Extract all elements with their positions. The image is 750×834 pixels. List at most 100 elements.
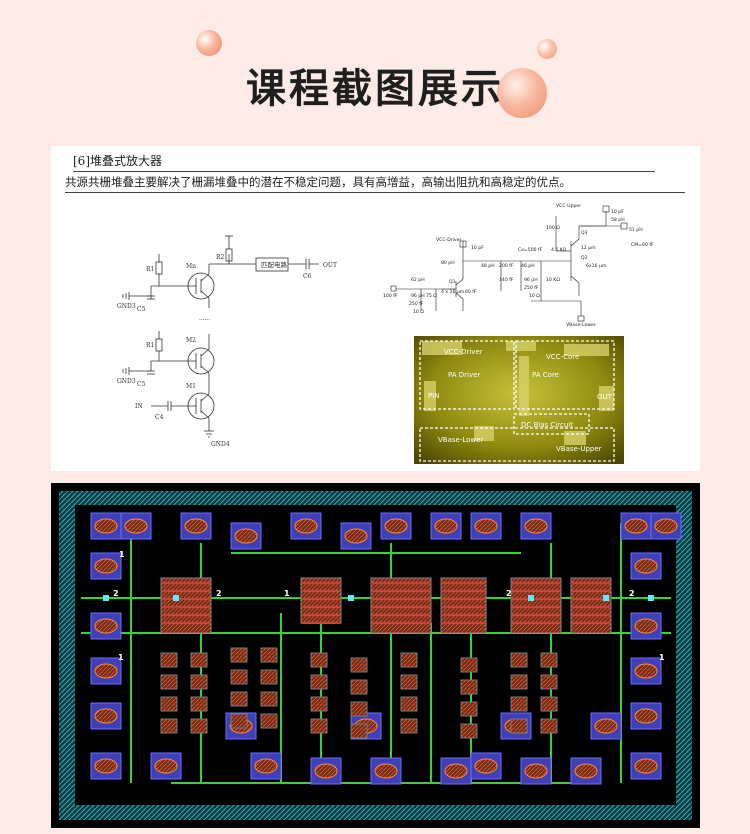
die-label-vbase-upper: VBase-Upper — [556, 445, 602, 453]
layout-port-label-mid-1: 1 — [284, 589, 290, 598]
circuit-label-10pf-driver: 10 pF — [471, 245, 484, 251]
layout-resistor — [350, 701, 368, 717]
die-label-vcc-core: VCC-Core — [546, 353, 579, 361]
layout-via — [103, 595, 109, 601]
decor-bubble-tiny — [537, 39, 557, 59]
stacked-amp-schematic: Mn M2 M1 R2 R1 R1 匹配电路 C6 OUT C5 C5 C4 G… — [117, 235, 337, 448]
circuit-label-51ph: 51 pH — [629, 227, 643, 233]
document-header: [6]堆叠式放大器 共源共栅堆叠主要解决了栅漏堆叠中的潜在不稳定问题，具有高增益… — [65, 152, 685, 193]
layout-port-label-right-1: 1 — [659, 653, 665, 662]
layout-via — [603, 595, 609, 601]
layout-capacitor — [594, 718, 618, 734]
layout-resistor — [160, 718, 178, 734]
layout-resistor — [540, 718, 558, 734]
schematic-label-gnd4: GND4 — [211, 441, 230, 448]
schematic-ellipsis: ...... — [199, 315, 211, 322]
layout-capacitor — [634, 558, 658, 574]
layout-resistor — [310, 674, 328, 690]
schematic-label-r1-b: R1 — [146, 342, 154, 349]
circuit-label-250ff-b: 250 fF — [409, 301, 424, 307]
circuit-label-cm: CM=60 fF — [631, 242, 654, 248]
circuit-label-12um: 12 μm — [581, 245, 596, 251]
schematic-label-r1-a: R1 — [146, 266, 154, 273]
layout-capacitor — [184, 518, 208, 534]
layout-capacitor — [634, 618, 658, 634]
layout-capacitor — [314, 763, 338, 779]
match-network-label: 匹配电路 — [261, 260, 288, 269]
schematic-label-c4: C4 — [155, 414, 164, 421]
layout-resistor — [350, 723, 368, 739]
layout-capacitor — [344, 528, 368, 544]
layout-resistor — [310, 718, 328, 734]
die-micrograph: VCC-Driver VCC-Core PA Driver PA Core PI… — [414, 336, 624, 464]
layout-resistor — [510, 652, 528, 668]
layout-resistor — [350, 657, 368, 673]
schematic-label-c5-b: C5 — [137, 381, 146, 388]
layout-capacitor — [94, 758, 118, 774]
circuit-label-10ohm-a: 10 Ω — [529, 293, 540, 299]
reference-description: 共源共栅堆叠主要解决了栅漏堆叠中的潜在不稳定问题，具有高增益，高输出阻抗和高稳定… — [65, 174, 685, 193]
circuit-label-100ff: 100 fF — [383, 293, 398, 299]
circuit-label-250ff-a: 250 fF — [524, 285, 539, 291]
layout-capacitor — [94, 663, 118, 679]
circuit-label-4-5kohm: 4.5 KΩ — [551, 247, 567, 253]
layout-resistor — [230, 691, 248, 707]
die-label-dc-bias: DC Bias Circuit — [521, 421, 573, 429]
layout-capacitor — [524, 763, 548, 779]
layout-port-label-mid-2: 2 — [216, 589, 222, 598]
layout-transistor-array — [300, 577, 342, 624]
circuit-label-48ph: 48 pH — [481, 263, 495, 269]
die-label-vcc-driver: VCC-Driver — [444, 348, 483, 356]
layout-transistor-array — [370, 577, 432, 634]
layout-port-label-left-1b: 1 — [119, 550, 125, 559]
circuit-label-100ohm: 100 Ω — [546, 225, 560, 231]
layout-via — [173, 595, 179, 601]
circuit-label-58ph: 58 pH — [611, 217, 625, 223]
layout-resistor — [400, 696, 418, 712]
circuit-label-60ff: 60 fF — [465, 289, 477, 295]
layout-capacitor — [124, 518, 148, 534]
layout-resistor — [190, 652, 208, 668]
layout-port-label-core-2: 2 — [506, 589, 512, 598]
layout-resistor — [510, 674, 528, 690]
layout-resistor — [260, 691, 278, 707]
layout-resistor — [460, 701, 478, 717]
circuit-label-q3: Q3 — [581, 230, 588, 236]
layout-capacitor — [654, 518, 678, 534]
circuit-label-140ff: 140 fF — [499, 277, 514, 283]
die-label-pa-core: PA Core — [532, 371, 559, 379]
layout-capacitor — [94, 708, 118, 724]
layout-capacitor — [154, 758, 178, 774]
reference-heading: [6]堆叠式放大器 — [73, 152, 655, 172]
layout-resistor — [400, 674, 418, 690]
circuit-label-96ph-a: 96 pH — [524, 277, 538, 283]
layout-capacitor — [94, 518, 118, 534]
schematic-label-m1: M1 — [186, 383, 196, 390]
layout-port-label-right-2: 2 — [629, 589, 635, 598]
layout-resistor — [310, 652, 328, 668]
schematic-in-label: IN — [135, 403, 143, 410]
layout-capacitor — [474, 758, 498, 774]
decor-bubble-large — [497, 68, 547, 118]
circuit-label-75ohm: 75 Ω — [426, 293, 437, 299]
layout-capacitor — [384, 518, 408, 534]
layout-capacitor — [94, 618, 118, 634]
circuit-label-96ph-b: 96 pH — [411, 293, 425, 299]
circuit-label-q2: Q2 — [581, 255, 588, 261]
layout-transistor-array — [510, 577, 562, 634]
circuit-label-4x16um: 4 x 16 μm — [441, 289, 465, 295]
layout-resistor — [260, 713, 278, 729]
circuit-label-q1: Q1 — [449, 279, 456, 285]
layout-capacitor — [294, 518, 318, 534]
chip-layout-view: 2 1 2 1 1 2 1 2 — [51, 483, 700, 828]
layout-capacitor — [524, 518, 548, 534]
layout-resistor — [190, 674, 208, 690]
course-screenshot-document: [6]堆叠式放大器 共源共栅堆叠主要解决了栅漏堆叠中的潜在不稳定问题，具有高增益… — [51, 146, 700, 471]
layout-resistor — [540, 696, 558, 712]
circuit-label-200ff: 200 fF — [499, 263, 514, 269]
die-label-pin: PIN — [428, 392, 440, 400]
layout-transistor-array — [570, 577, 612, 634]
layout-capacitor — [474, 518, 498, 534]
circuit-label-62ph: 62 pH — [411, 277, 425, 283]
circuit-label-46ph: 46 pH — [521, 263, 535, 269]
